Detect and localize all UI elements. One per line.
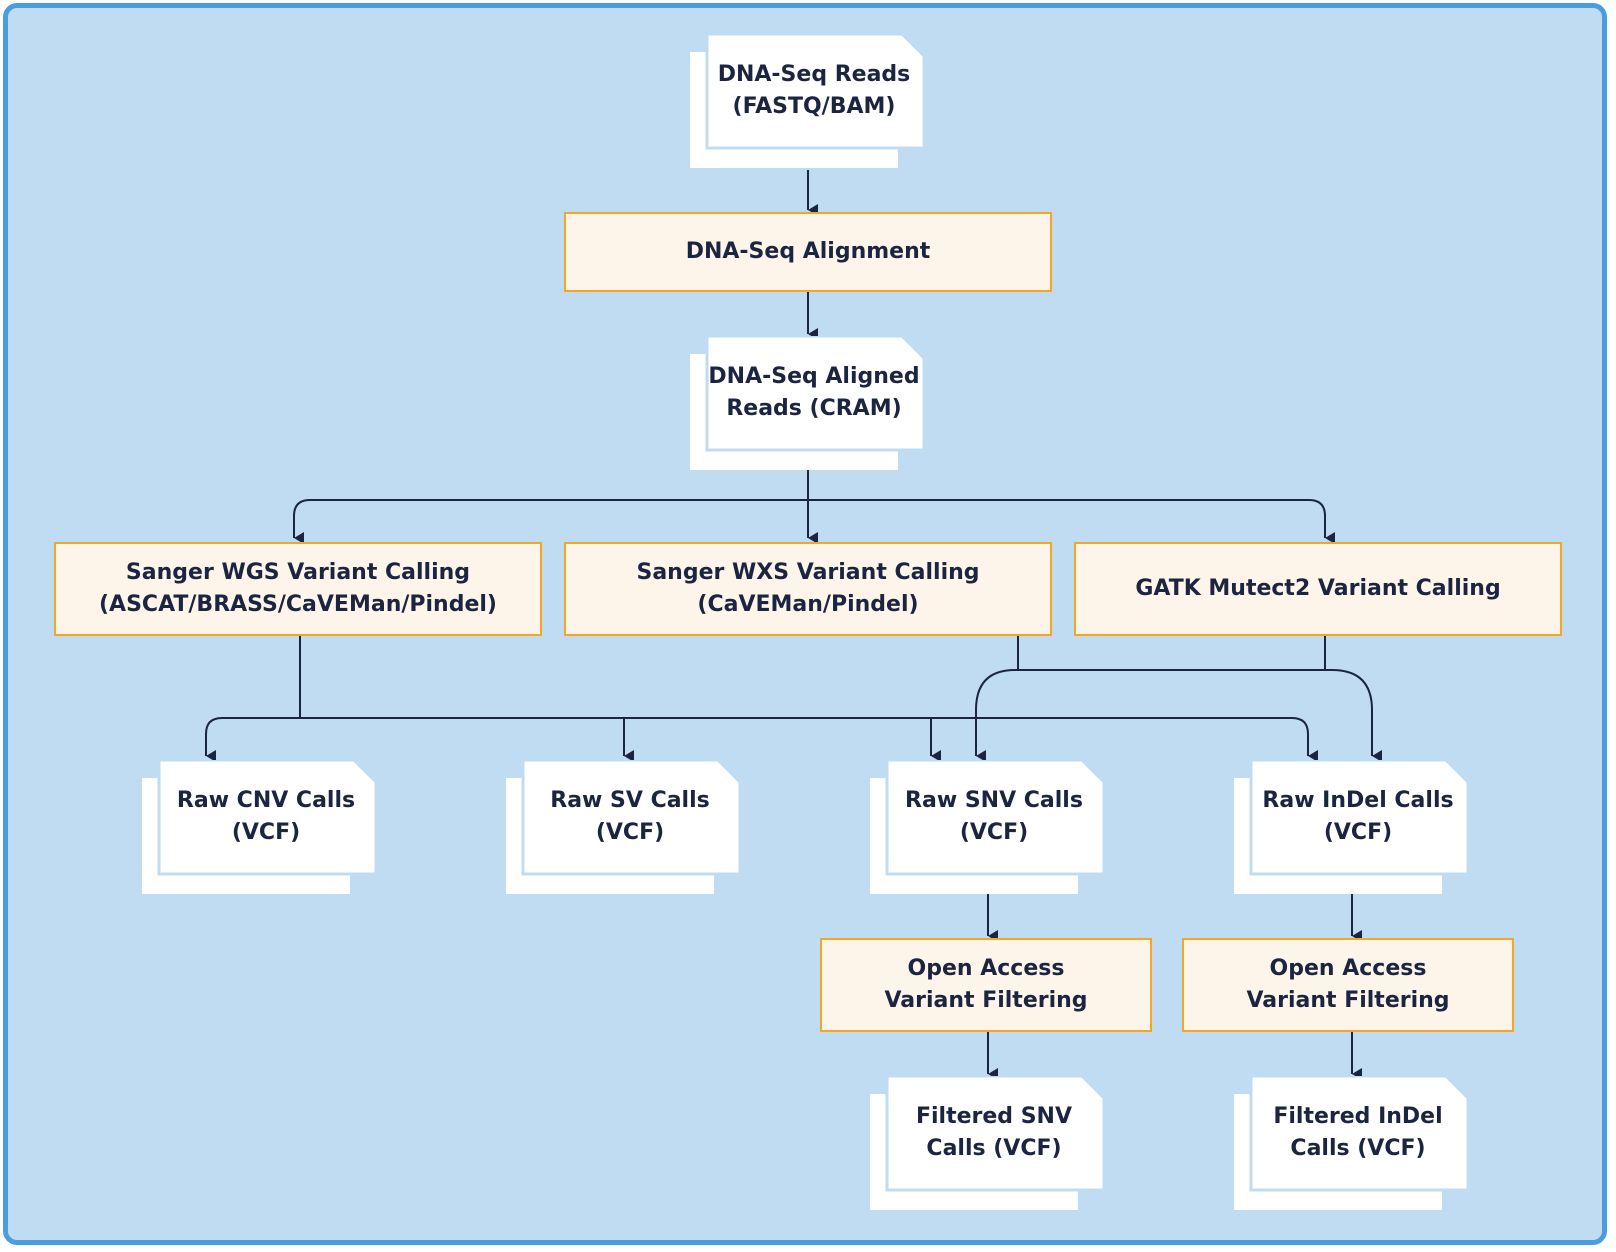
document-stack-icon (506, 760, 742, 894)
node-label-line: DNA-Seq Alignment (685, 239, 931, 264)
node-label-line: DNA-Seq Aligned (708, 364, 920, 389)
node-label-line: Sanger WGS Variant Calling (125, 560, 471, 585)
dnaseq-reads-file: DNA-Seq Reads (FASTQ/BAM) (690, 34, 926, 168)
node-label-line: Raw CNV Calls (176, 788, 356, 813)
document-label: Raw SNV Calls (VCF) (888, 760, 1100, 874)
dnaseq-alignment-step: DNA-Seq Alignment (564, 212, 1052, 292)
node-label-line: Filtered SNV (915, 1104, 1072, 1129)
node-label-line: Raw SNV Calls (905, 788, 1083, 813)
node-label-line: (VCF) (959, 820, 1029, 845)
node-label-line: Variant Filtering (1246, 988, 1450, 1013)
aligned-reads-file: DNA-Seq Aligned Reads (CRAM) (690, 336, 926, 470)
document-label: Raw CNV Calls (VCF) (160, 760, 372, 874)
node-label-line: Calls (VCF) (926, 1136, 1062, 1161)
edge-sanger-wgs-to-raw-snv (624, 717, 941, 762)
node-label-line: DNA-Seq Reads (717, 62, 911, 87)
node-label-line: (VCF) (231, 820, 301, 845)
sanger-wxs-step: Sanger WXS Variant Calling (CaVEMan/Pind… (564, 542, 1052, 636)
gatk-mutect2-step: GATK Mutect2 Variant Calling (1074, 542, 1562, 636)
document-stack-icon (1234, 760, 1470, 894)
document-stack-icon (870, 760, 1106, 894)
document-stack-icon (690, 336, 926, 470)
node-label-line: Sanger WXS Variant Calling (636, 560, 980, 585)
filtered-snv-calls-file: Filtered SNV Calls (VCF) (870, 1076, 1106, 1210)
document-stack-icon (690, 34, 926, 168)
edge-merge-to-raw-indel (1018, 669, 1382, 762)
sanger-wgs-step: Sanger WGS Variant Calling (ASCAT/BRASS/… (54, 542, 542, 636)
document-label: DNA-Seq Aligned Reads (CRAM) (708, 336, 920, 450)
node-label-line: Variant Filtering (884, 988, 1088, 1013)
indel-filtering-step: Open Access Variant Filtering (1182, 938, 1514, 1032)
node-label-line: Reads (CRAM) (726, 396, 902, 421)
edge-aligned-reads-to-gatk (808, 499, 1335, 544)
node-label-line: Filtered InDel (1273, 1104, 1443, 1129)
raw-sv-calls-file: Raw SV Calls (VCF) (506, 760, 742, 894)
edge-sanger-wgs-to-raw-cnv (205, 717, 300, 762)
edge-aligned-reads-to-sanger-wgs (293, 499, 808, 544)
document-stack-icon (1234, 1076, 1470, 1210)
node-label-line: Raw InDel Calls (1262, 788, 1454, 813)
raw-indel-calls-file: Raw InDel Calls (VCF) (1234, 760, 1470, 894)
node-label-line: Open Access (1269, 956, 1427, 981)
snv-filtering-step: Open Access Variant Filtering (820, 938, 1152, 1032)
node-label-line: (VCF) (1323, 820, 1393, 845)
document-label: Raw SV Calls (VCF) (524, 760, 736, 874)
edge-sanger-wgs-to-raw-indel (931, 717, 1318, 762)
node-label-line: (CaVEMan/Pindel) (697, 592, 919, 617)
document-label: Filtered SNV Calls (VCF) (888, 1076, 1100, 1190)
node-label-line: (VCF) (595, 820, 665, 845)
raw-snv-calls-file: Raw SNV Calls (VCF) (870, 760, 1106, 894)
filtered-indel-calls-file: Filtered InDel Calls (VCF) (1234, 1076, 1470, 1210)
node-label-line: (ASCAT/BRASS/CaVEMan/Pindel) (99, 592, 497, 617)
node-label-line: (FASTQ/BAM) (732, 94, 896, 119)
node-label-line: Raw SV Calls (550, 788, 710, 813)
document-stack-icon (870, 1076, 1106, 1210)
edge-sanger-wgs-to-raw-sv (300, 717, 634, 762)
edge-merge-to-raw-snv (975, 669, 1325, 762)
document-stack-icon (142, 760, 378, 894)
document-label: DNA-Seq Reads (FASTQ/BAM) (708, 34, 920, 148)
document-label: Raw InDel Calls (VCF) (1252, 760, 1464, 874)
node-label-line: Calls (VCF) (1290, 1136, 1426, 1161)
document-label: Filtered InDel Calls (VCF) (1252, 1076, 1464, 1190)
node-label-line: Open Access (907, 956, 1065, 981)
raw-cnv-calls-file: Raw CNV Calls (VCF) (142, 760, 378, 894)
node-label-line: GATK Mutect2 Variant Calling (1135, 576, 1501, 601)
